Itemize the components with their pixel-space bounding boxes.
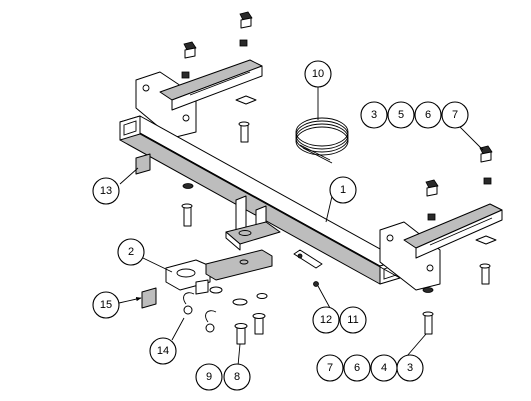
callout-10: 10	[304, 60, 332, 88]
callout-12-label: 12	[320, 314, 332, 326]
callout-4-bottom: 4	[370, 354, 398, 382]
callout-12: 12	[312, 306, 340, 334]
right-hardware	[422, 145, 497, 335]
main-cross-tube	[119, 115, 401, 285]
callout-1-label: 1	[340, 184, 346, 196]
left-hardware	[181, 11, 257, 227]
callout-8-label: 8	[234, 371, 240, 383]
ball-mount	[165, 249, 273, 295]
wiring-coil	[295, 117, 349, 164]
callout-14-label: 14	[157, 345, 169, 357]
callout-15: 15	[92, 291, 120, 319]
callout-11-label: 11	[347, 314, 358, 326]
left-side-bracket	[135, 59, 263, 139]
callout-3-bottom: 3	[396, 354, 424, 382]
callout-3-top: 3	[360, 101, 388, 129]
callout-1: 1	[329, 176, 357, 204]
callout-9: 9	[195, 363, 223, 391]
receiver-bolts	[234, 313, 266, 345]
small-label-plate	[141, 287, 157, 309]
callout-3-top-label: 3	[371, 109, 377, 121]
callout-13: 13	[92, 177, 120, 205]
callout-7-bottom: 7	[316, 354, 344, 382]
callout-13-label: 13	[100, 185, 112, 197]
callout-6-bottom-label: 6	[354, 362, 360, 374]
callout-15-label: 15	[100, 299, 112, 311]
callout-10-label: 10	[312, 68, 324, 80]
callout-9-label: 9	[206, 371, 212, 383]
callout-6-top-label: 6	[425, 109, 431, 121]
pin-and-clip	[183, 286, 268, 333]
decal-plate	[135, 153, 151, 175]
callout-8: 8	[223, 363, 251, 391]
callout-5-top-label: 5	[398, 109, 404, 121]
callout-4-bottom-label: 4	[381, 362, 387, 374]
callout-7-top-label: 7	[452, 109, 458, 121]
chain-bracket	[293, 249, 323, 287]
callout-5-top: 5	[387, 101, 415, 129]
callout-6-bottom: 6	[343, 354, 371, 382]
callout-7-top: 7	[441, 101, 469, 129]
receiver-mount	[225, 195, 281, 251]
callout-11: 11	[339, 306, 367, 334]
callout-14: 14	[149, 337, 177, 365]
callout-3-bottom-label: 3	[407, 362, 413, 374]
callout-6-top: 6	[414, 101, 442, 129]
right-side-bracket	[379, 203, 503, 291]
callout-2: 2	[117, 238, 145, 266]
leader-lines	[118, 86, 484, 367]
callout-7-bottom-label: 7	[327, 362, 333, 374]
callout-2-label: 2	[128, 246, 134, 258]
